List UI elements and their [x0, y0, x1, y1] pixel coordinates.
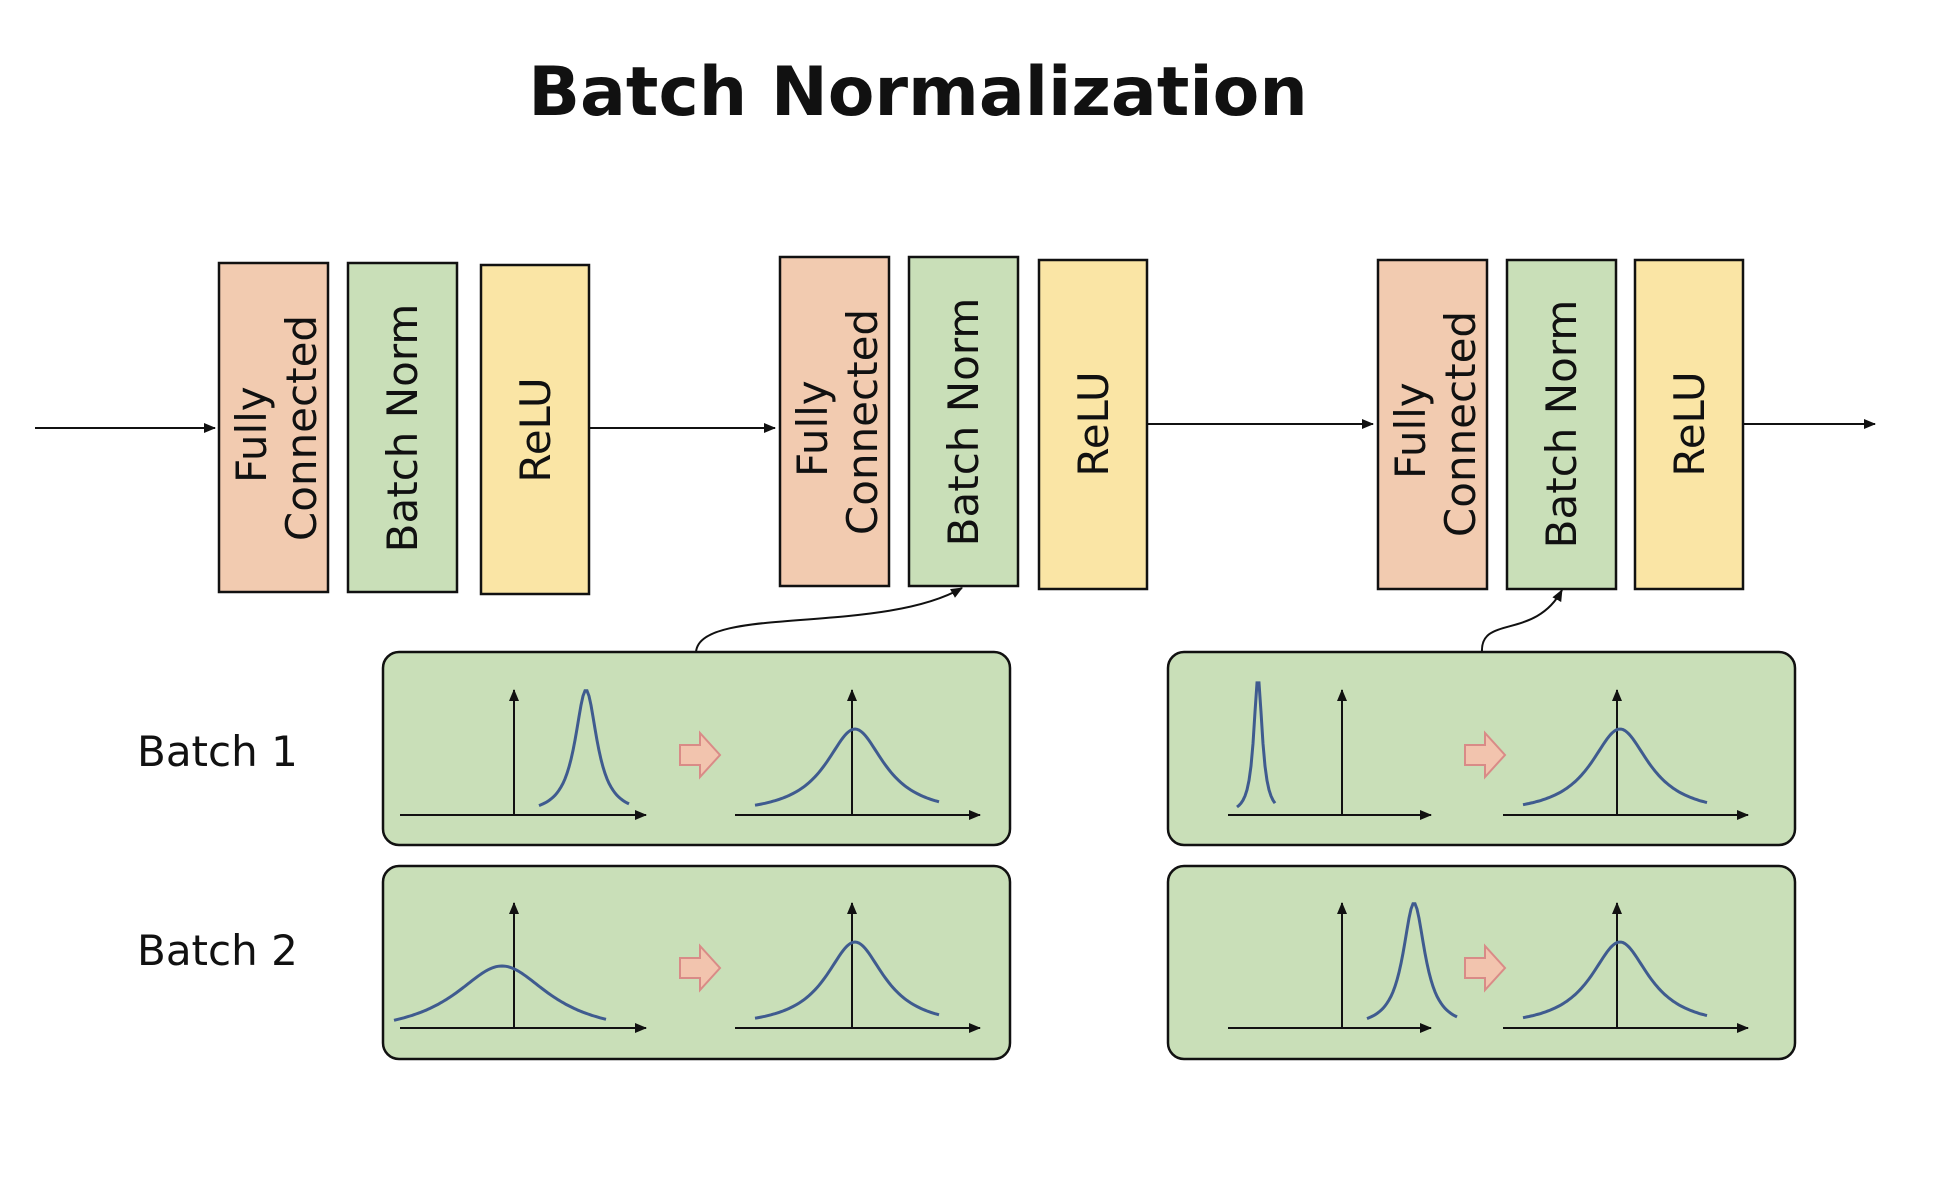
distribution-curve	[538, 689, 630, 807]
distribution-panel-layer2	[381, 650, 1012, 1061]
label-line: Connected	[1436, 311, 1485, 537]
after-distribution-plot	[1503, 689, 1749, 820]
batch-norm-block	[1505, 258, 1618, 591]
fully-connected-block	[217, 261, 330, 594]
batch-1-label: Batch 1	[137, 727, 298, 776]
after-distribution-plot	[1503, 902, 1749, 1033]
relu-label: ReLU	[511, 377, 560, 482]
distribution-curve	[1522, 727, 1708, 807]
fully-connected-label: Fully Connected	[788, 309, 887, 535]
fully-connected-label: Fully Connected	[227, 315, 326, 541]
distribution-curve	[1236, 681, 1277, 809]
batch-norm-label: Batch Norm	[378, 304, 427, 553]
label-line: Fully	[227, 386, 276, 483]
batch-norm-label: Batch Norm	[1537, 300, 1586, 549]
distribution-curve	[393, 964, 607, 1022]
layer-3: Fully Connected Batch Norm ReLU	[1376, 258, 1745, 591]
before-distribution-plot	[1228, 681, 1432, 820]
flow-arrows	[35, 419, 1876, 653]
layer-1: Fully Connected Batch Norm ReLU	[217, 261, 591, 596]
before-distribution-plot	[393, 902, 647, 1033]
panel1-to-batchnorm-arrow	[695, 587, 963, 653]
plot-group	[393, 689, 981, 1033]
distribution-curve	[1366, 902, 1458, 1020]
transform-arrow-icon	[1464, 730, 1507, 780]
plot-group	[1228, 681, 1749, 1033]
transform-arrow-icon	[679, 730, 722, 780]
relu-block	[479, 263, 591, 596]
label-line: Fully	[1386, 382, 1435, 479]
distribution-curve	[754, 727, 940, 807]
layer-2: Fully Connected Batch Norm ReLU	[778, 255, 1149, 591]
page-title: Batch Normalization	[528, 53, 1308, 132]
distribution-panel-layer3	[1166, 650, 1797, 1061]
before-distribution-plot	[400, 689, 647, 820]
batch-norm-block	[346, 261, 459, 594]
batch-norm-label: Batch Norm	[939, 298, 988, 547]
label-line: Fully	[788, 380, 837, 477]
transform-arrow-icon	[1464, 943, 1507, 993]
fully-connected-block	[1376, 258, 1489, 591]
batch-2-label: Batch 2	[137, 926, 298, 975]
after-distribution-plot	[735, 689, 981, 820]
transform-arrow-icon	[679, 943, 722, 993]
relu-block	[1037, 258, 1149, 591]
fully-connected-block	[778, 255, 891, 588]
distribution-curve	[1522, 940, 1708, 1020]
panel2-to-batchnorm-arrow	[1480, 589, 1563, 653]
before-distribution-plot	[1228, 902, 1458, 1033]
label-line: Connected	[277, 315, 326, 541]
distribution-curve	[754, 940, 940, 1020]
relu-label: ReLU	[1069, 371, 1118, 476]
batch-norm-block	[907, 255, 1020, 588]
after-distribution-plot	[735, 902, 981, 1033]
label-line: Connected	[838, 309, 887, 535]
relu-block	[1633, 258, 1745, 591]
relu-label: ReLU	[1665, 371, 1714, 476]
fully-connected-label: Fully Connected	[1386, 311, 1485, 537]
